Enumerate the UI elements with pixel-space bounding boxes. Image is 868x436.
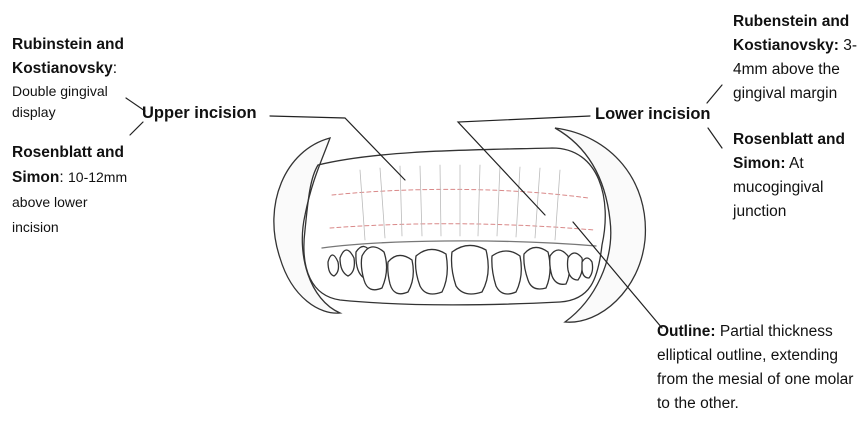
lower-rk-connector <box>707 85 722 103</box>
upper-rk-note: Rubinstein and Kostianovsky: Double ging… <box>12 33 147 125</box>
lower-rs-connector <box>708 128 722 148</box>
lower-rk-note: Rubenstein and Kostianovsky: 3-4mm above… <box>733 10 865 106</box>
upper-rs-colon: : <box>59 169 63 186</box>
outline-note: Outline: Partial thickness elliptical ou… <box>657 320 865 416</box>
right-retractor <box>555 128 645 322</box>
lower-dashed-line <box>330 224 594 230</box>
lower-rs-note: Rosenblatt and Simon: At mucogingival ju… <box>733 128 863 224</box>
upper-rk-colon: : <box>113 60 117 77</box>
upper-rs-note: Rosenblatt and Simon: 10-12mm above lowe… <box>12 141 130 240</box>
upper-incision-label: Upper incision <box>142 104 257 123</box>
upper-rk-heading: Rubinstein and Kostianovsky <box>12 36 124 77</box>
outline-heading: Outline: <box>657 323 716 340</box>
teeth <box>328 245 593 294</box>
left-retractor <box>274 138 340 313</box>
lower-incision-label: Lower incision <box>595 105 711 124</box>
upper-rk-text: Double gingival display <box>12 81 130 123</box>
lower-rk-heading: Rubenstein and Kostianovsky: <box>733 13 849 54</box>
